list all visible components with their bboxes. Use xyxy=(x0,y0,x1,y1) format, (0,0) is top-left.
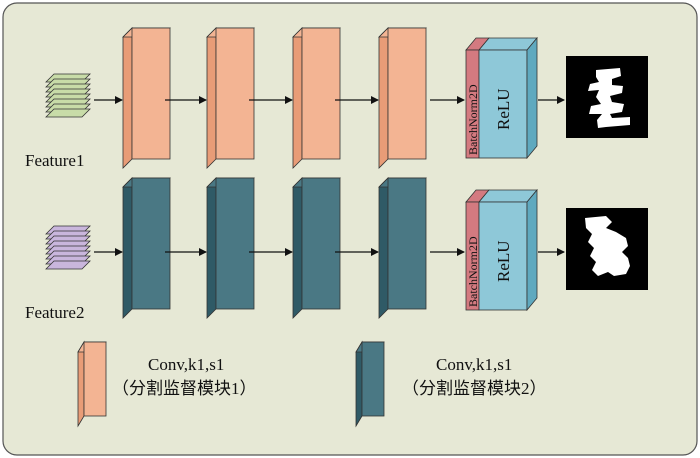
segmentation-output-row1 xyxy=(566,56,648,138)
row2-conv-2-side xyxy=(206,177,217,319)
conv-row1 xyxy=(94,27,565,169)
legend-title-1: Conv,k1,s1 xyxy=(148,355,224,374)
legend-swatch-conv1 xyxy=(77,340,107,428)
legend-subtitle-1: （分割监督模块1） xyxy=(112,379,257,398)
row2-conv-3-front xyxy=(301,177,341,310)
row1-conv-2-side xyxy=(206,27,217,169)
legend-swatch-conv2 xyxy=(355,340,385,428)
row1-conv-2-front xyxy=(215,27,255,160)
row1-conv-3-front xyxy=(301,27,341,160)
feature1-sheet xyxy=(45,108,91,118)
row1-conv-1-side xyxy=(122,27,133,169)
row2-conv-4-side xyxy=(378,177,389,319)
row2-conv-3-side xyxy=(292,177,303,319)
feature1-stack-icon xyxy=(45,73,91,118)
feature2-stack-icon xyxy=(45,225,91,270)
feature2-sheet xyxy=(45,260,91,270)
row1-conv-4-front xyxy=(387,27,427,160)
bn-relu-block-row2: BatchNorm2D ReLU xyxy=(465,188,538,312)
batchnorm-label-row1: BatchNorm2D xyxy=(466,84,480,155)
feature2-label: Feature2 xyxy=(25,303,84,322)
bn-relu-block-row1: BatchNorm2D ReLU xyxy=(465,36,538,160)
legend: Conv,k1,s1 （分割监督模块1） Conv,k1,s1 （分割监督模块2… xyxy=(77,340,547,428)
legend-subtitle-2: （分割监督模块2） xyxy=(402,379,547,398)
segmentation-output-row2 xyxy=(566,208,648,290)
row2-conv-1-side xyxy=(122,177,133,319)
row1-conv-4-side xyxy=(378,27,389,169)
row1-conv-1-front xyxy=(131,27,171,160)
row2-conv-2-front xyxy=(215,177,255,310)
batchnorm-label-row2: BatchNorm2D xyxy=(466,236,480,307)
row2-conv-1-front xyxy=(131,177,171,310)
row2-conv-4-front xyxy=(387,177,427,310)
conv-row2 xyxy=(94,177,565,319)
relu-label-row2: ReLU xyxy=(494,240,513,282)
legend-title-2: Conv,k1,s1 xyxy=(436,355,512,374)
row1-conv-3-side xyxy=(292,27,303,169)
feature1-label: Feature1 xyxy=(25,151,84,170)
relu-label-row1: ReLU xyxy=(494,88,513,130)
